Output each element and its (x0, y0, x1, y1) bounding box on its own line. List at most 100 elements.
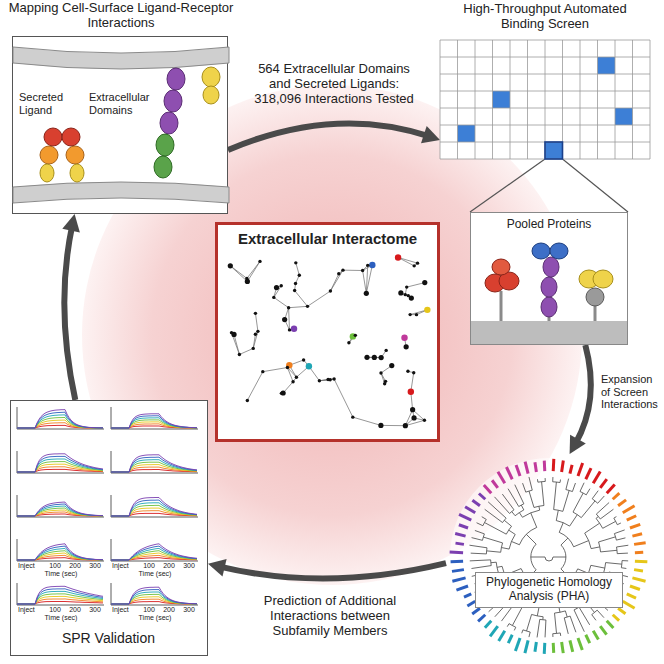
leaf-tag (492, 480, 498, 488)
network-panel: Extracellular Interactome (215, 222, 440, 442)
network-node (294, 282, 297, 285)
chart-axis (17, 583, 18, 605)
leaf-tag (586, 468, 591, 479)
grid-line (440, 91, 650, 92)
network-node (246, 399, 249, 402)
chart-axis (17, 561, 104, 562)
network-node (389, 363, 394, 368)
grid-line (440, 40, 441, 159)
leaf-tag (562, 642, 564, 653)
leaf-tag (607, 621, 614, 628)
chart-axis (111, 495, 112, 517)
inject-label: Inject (112, 562, 134, 570)
network-node (256, 330, 259, 333)
network-node (245, 277, 248, 280)
zoom-line (470, 159, 545, 212)
leaf-tag (455, 543, 463, 544)
sensorgram-curve (17, 596, 103, 604)
inject-label: Inject (18, 606, 40, 614)
tick-label: 100 (45, 562, 65, 570)
chart-axis (111, 517, 198, 518)
network-node (407, 294, 410, 297)
leaf-tag (632, 578, 645, 581)
leaf-tag (485, 621, 491, 628)
leaf-tag (451, 560, 464, 564)
illustration (11, 401, 209, 657)
leaf-tag (593, 631, 598, 640)
leaf-tag (459, 514, 471, 520)
ligand-domain (44, 128, 62, 146)
sensorgram-curve (111, 416, 197, 428)
leaf-tag (613, 615, 619, 621)
network-node (252, 347, 255, 350)
sensorgram-curve (111, 551, 197, 560)
network-node (404, 344, 409, 349)
network-node (261, 370, 264, 373)
leaf-tag (613, 493, 620, 499)
network-node (379, 355, 384, 360)
tick-label: 100 (139, 562, 159, 570)
grid-line (545, 40, 546, 159)
chart-axis (111, 451, 112, 473)
inject-label: Inject (18, 562, 40, 570)
sensorgram-curve (17, 544, 103, 560)
leaf-tag (632, 534, 642, 536)
receptor-domain (70, 164, 84, 182)
network-link (295, 291, 308, 307)
chart-axis (17, 451, 18, 473)
sensorgram-curve (17, 418, 103, 429)
leaf-tag (516, 465, 520, 476)
leaf-tag (570, 640, 573, 651)
network-node (318, 379, 321, 382)
network-node (410, 407, 415, 412)
network-link (296, 263, 299, 275)
edge-label: Expansion of Screen Interactions (601, 373, 663, 411)
network-link (330, 270, 343, 291)
leaf-tag (552, 643, 555, 653)
axis-title: Time (sec) (111, 570, 199, 578)
leaf-tag (562, 460, 564, 472)
arrow-head (570, 435, 586, 454)
network-link (247, 372, 262, 401)
network-node (254, 333, 257, 336)
leaf-tag (452, 570, 464, 572)
grid-line (440, 125, 650, 126)
network-node (341, 268, 344, 271)
network-link (366, 265, 372, 293)
sensorgram-curve (17, 548, 103, 560)
panel-label: Phylogenetic Homology Analysis (PHA) (475, 572, 623, 608)
selected-cell (545, 142, 563, 159)
network-link (232, 333, 240, 355)
sensorgram-curve (17, 420, 103, 428)
leaf-tag (499, 631, 505, 641)
tick-label: 200 (65, 606, 85, 614)
sensorgram-curve (111, 592, 197, 604)
protein (541, 277, 557, 297)
network-node (326, 378, 329, 381)
inject-label: Inject (112, 606, 134, 614)
network-node (412, 371, 415, 374)
network-node (395, 254, 401, 260)
network-node (298, 274, 301, 277)
network-link (288, 308, 290, 330)
tree-panel: Phylogenetic Homology Analysis (PHA) (446, 454, 652, 660)
sensorgram-curve (111, 460, 197, 472)
sensorgram-curve (17, 459, 103, 472)
arrow-head (62, 214, 80, 233)
leaf-tag (490, 626, 498, 636)
chart-axis (111, 429, 198, 430)
sensorgram-curve (17, 415, 103, 428)
tick-label: 200 (159, 606, 179, 614)
leaf-tag (627, 516, 636, 520)
panel-title: SPR Validation (11, 630, 206, 646)
grid-line (650, 40, 651, 159)
network-node (337, 272, 340, 275)
illustration (446, 454, 652, 660)
leaf-tag (450, 551, 463, 555)
network-node (350, 333, 356, 339)
network-node (408, 389, 414, 395)
leaf-tag (635, 560, 647, 564)
sensorgram-curve (17, 591, 103, 604)
network-node (354, 334, 357, 337)
